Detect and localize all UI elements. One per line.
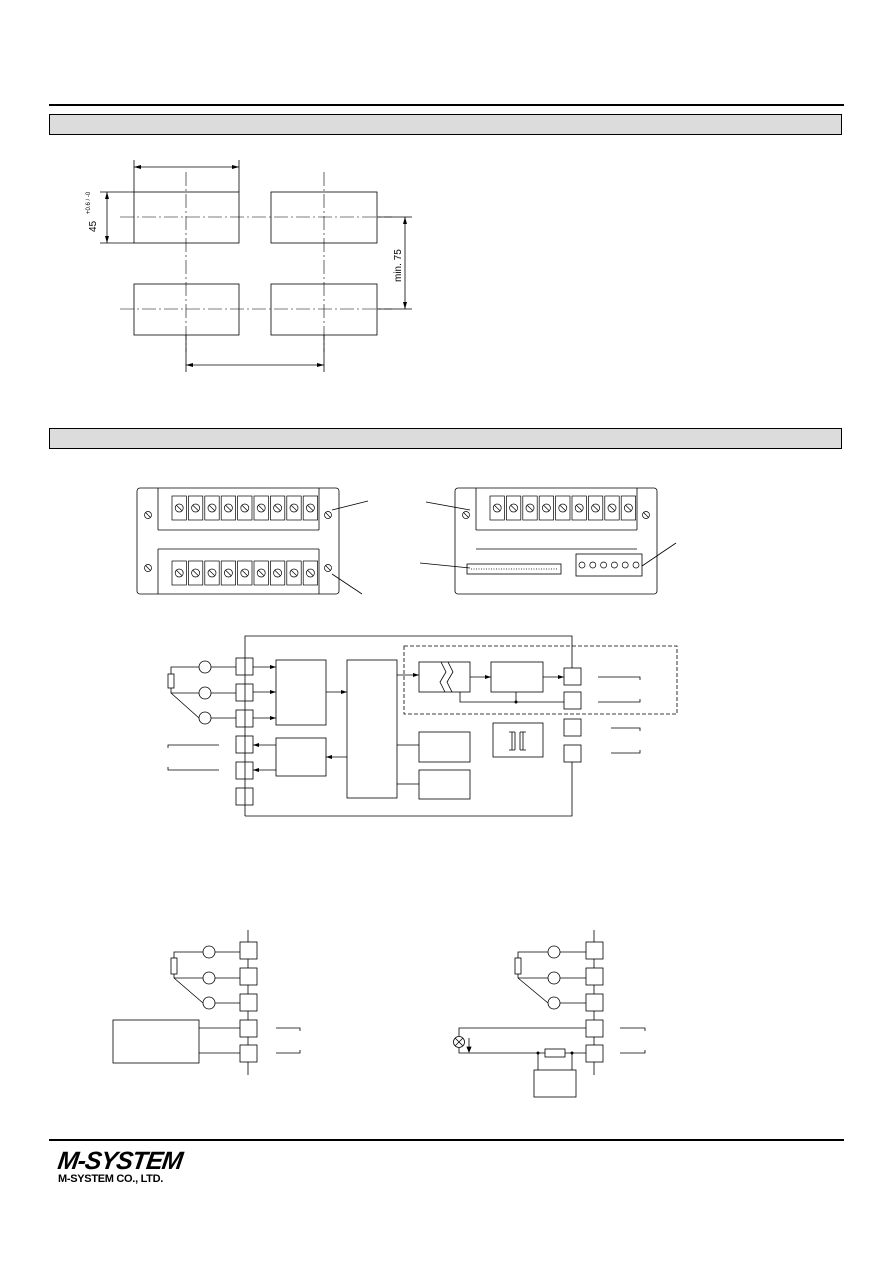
small-terminal-block (575, 553, 643, 577)
terminal-block-left (136, 487, 340, 595)
cutout-top-left (133, 191, 240, 244)
svg-text:45: 45 (88, 220, 99, 232)
schematic-block-diagram (167, 635, 678, 817)
cutout-height-tolerance: +0.6 / -0 (86, 191, 92, 214)
logo-mark: M-SYSTEM (56, 1147, 184, 1175)
svg-text:+0.6 / -0: +0.6 / -0 (86, 191, 92, 214)
svg-text:min. 75: min. 75 (393, 249, 404, 282)
company-name: M-SYSTEM CO., LTD. (58, 1173, 164, 1185)
company-logo: M-SYSTEM M-SYSTEM CO., LTD. (56, 1147, 188, 1185)
panel-cutout-drawing: 45 +0.6 / -0 min. 75 (86, 160, 412, 372)
connection-example-right (453, 930, 646, 1098)
connector (466, 563, 562, 575)
cutout-pitch-value: min. 75 (393, 249, 404, 282)
terminal-views (136, 487, 677, 595)
section-header-band-panel-cutout (49, 114, 842, 135)
section-header-band-terminal-assignments (49, 428, 842, 449)
cutout-bottom-left (133, 283, 240, 336)
cutout-height-value: 45 (88, 220, 99, 232)
connection-example-left (112, 930, 301, 1075)
terminal-block-right (454, 487, 658, 595)
header-rule (49, 104, 844, 106)
footer-rule (49, 1139, 844, 1141)
